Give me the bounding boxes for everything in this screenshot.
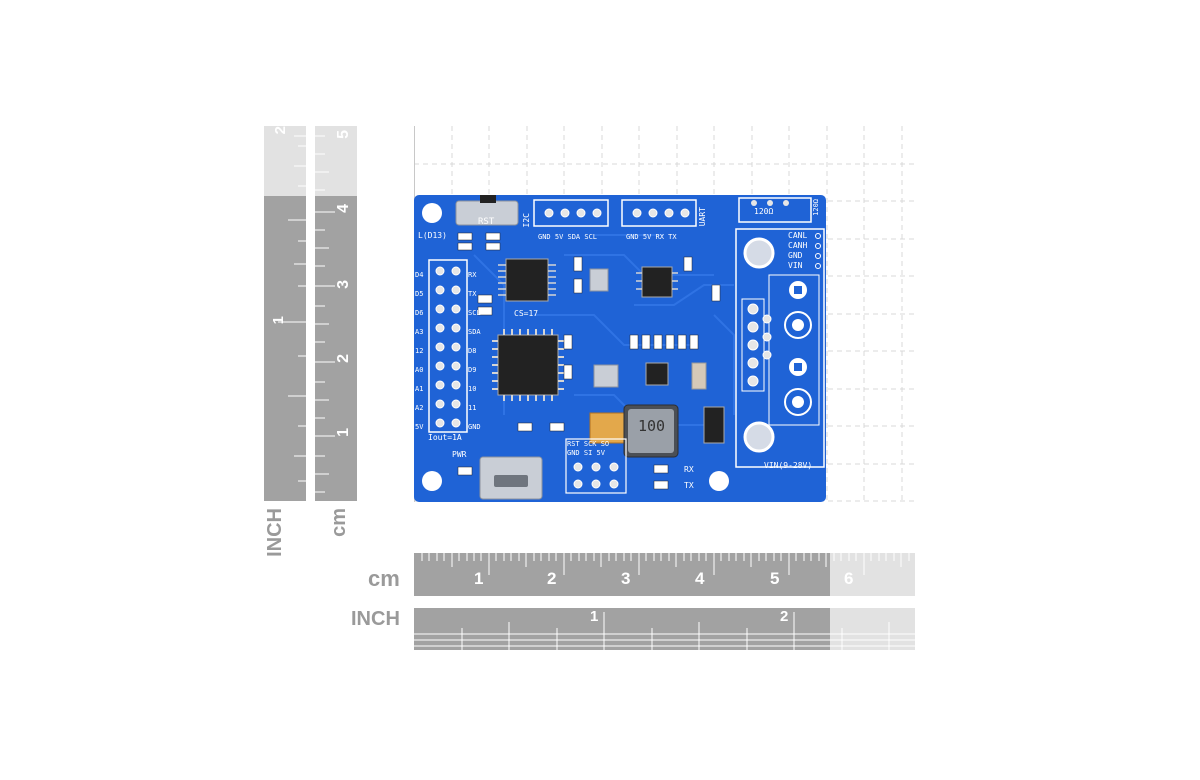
- silk-icsp-bottom: GND SI 5V: [567, 449, 605, 457]
- bottom-cm-tick-4: 4: [695, 569, 705, 588]
- right-header-label: TX: [468, 290, 477, 298]
- diode: [703, 406, 725, 444]
- left-inch-tick-1: 1: [270, 316, 287, 325]
- can-controller-chip: [498, 258, 556, 302]
- terminal-block: [768, 274, 820, 426]
- silk-i2c-pins: GND 5V SDA SCL: [538, 233, 598, 241]
- silk-i2c: I2C: [522, 213, 531, 228]
- left-inch-ruler: 2 1: [264, 126, 306, 501]
- bottom-cm-tick-3: 3: [621, 569, 631, 588]
- silk-pwr: PWR: [452, 450, 467, 459]
- mounting-hole: [422, 471, 442, 491]
- fuse: [691, 362, 707, 390]
- left-header-label: 12: [415, 347, 424, 355]
- right-header-label: 10: [468, 385, 477, 393]
- right-header-labels: RX TX SCL SDA D8 D9 10 11 GND: [468, 266, 486, 437]
- smd-resistors: [457, 232, 721, 490]
- regulator-chip: [645, 362, 669, 386]
- micro-usb-port: [479, 456, 543, 500]
- power-inductor: [623, 404, 679, 458]
- terminal-block-outline: [735, 228, 825, 468]
- right-header-label: 11: [468, 404, 477, 412]
- left-cm-ticks: [315, 135, 335, 493]
- right-header-label: SDA: [468, 328, 481, 336]
- bottom-cm-unit-label: cm: [368, 566, 400, 591]
- termination-jumper-outline: [738, 197, 812, 223]
- bottom-inch-ticks: [414, 612, 915, 650]
- can-pin-header: [741, 298, 772, 392]
- silk-vin-range: VIN(9-28V): [764, 461, 813, 470]
- right-header-label: D8: [468, 347, 477, 355]
- left-cm-tick-5: 5: [335, 130, 352, 139]
- bottom-inch-tick-1: 1: [590, 608, 599, 625]
- silk-icsp-top: RST SCK SO: [567, 440, 610, 448]
- i2c-header-outline: [533, 199, 609, 227]
- silk-rst: RST: [478, 217, 495, 227]
- left-pin-header: [435, 266, 461, 428]
- silk-tx-led: TX: [684, 481, 694, 490]
- crystal: [593, 364, 619, 388]
- bottom-inch-tick-2: 2: [780, 608, 789, 625]
- silk-rx-led: RX: [684, 465, 694, 474]
- right-header-label: GND: [468, 423, 481, 431]
- right-header-label: SCL: [468, 309, 481, 317]
- left-cm-tick-3: 3: [335, 280, 352, 289]
- left-header-label: 5V: [415, 423, 424, 431]
- bottom-cm-ruler: 1 2 3 4 5 6: [414, 553, 915, 596]
- left-cm-ruler: 5 4 3 2 1: [315, 126, 357, 501]
- bottom-cm-tick-1: 1: [474, 569, 484, 588]
- right-header-label: D9: [468, 366, 477, 374]
- left-pin-header-outline: [428, 259, 468, 433]
- left-cm-tick-1: 1: [335, 428, 352, 437]
- left-header-label: A0: [415, 366, 424, 374]
- board-silk-layer: RST L(D13) I2C GND 5V SDA SCL UART GND 5…: [414, 195, 826, 502]
- left-inch-unit-label: INCH: [264, 508, 286, 557]
- crystal: [589, 268, 609, 292]
- silk-uart: UART: [698, 207, 707, 227]
- left-header-label: A2: [415, 404, 424, 412]
- tantalum-capacitor: [589, 412, 629, 444]
- left-header-label: D4: [415, 271, 424, 279]
- left-cm-tick-2: 2: [335, 354, 352, 363]
- uart-header-outline: [621, 199, 697, 227]
- right-header-label: RX: [468, 271, 477, 279]
- mounting-hole: [743, 237, 775, 269]
- bottom-cm-tick-2: 2: [547, 569, 557, 588]
- left-cm-tick-4: 4: [335, 204, 352, 213]
- bottom-cm-tick-5: 5: [770, 569, 780, 588]
- bottom-inch-ruler: 1 2: [414, 608, 915, 650]
- silk-iout: Iout=1A: [428, 433, 462, 442]
- icsp-header: [573, 462, 619, 489]
- silk-canl: CANL: [788, 231, 808, 240]
- left-header-labels: D4 D5 D6 A3 12 A0 A1 A2 5V: [415, 266, 429, 437]
- left-inch-tick-2: 2: [272, 126, 289, 135]
- left-header-label: D6: [415, 309, 424, 317]
- bottom-cm-ticks: [421, 553, 910, 575]
- silk-cs: CS=17: [514, 309, 539, 318]
- silk-vin: VIN: [788, 261, 803, 270]
- can-transceiver-chip: [636, 266, 678, 298]
- mounting-hole: [422, 203, 442, 223]
- reset-button-actuator: [480, 195, 496, 203]
- left-cm-unit-label: cm: [328, 508, 350, 537]
- left-header-label: D5: [415, 290, 424, 298]
- silk-termination-vertical: 120Ω: [812, 199, 820, 216]
- left-header-label: A1: [415, 385, 424, 393]
- pcb-board: [414, 195, 826, 502]
- bottom-inch-unit-label: INCH: [351, 608, 400, 630]
- bottom-cm-tick-6: 6: [844, 569, 854, 588]
- left-header-label: A3: [415, 328, 424, 336]
- silk-led: L(D13): [418, 231, 447, 240]
- mounting-hole: [709, 471, 729, 491]
- left-inch-ticks: [278, 135, 306, 482]
- silk-canh: CANH: [788, 241, 808, 250]
- mounting-hole: [743, 421, 775, 453]
- icsp-header-outline: [565, 438, 627, 494]
- silk-inductor-value: 100: [638, 417, 666, 435]
- silk-uart-pins: GND 5V RX TX: [626, 233, 677, 241]
- silk-termination: 120Ω: [754, 207, 774, 216]
- silk-gnd: GND: [788, 251, 803, 260]
- microcontroller-chip: [492, 329, 564, 401]
